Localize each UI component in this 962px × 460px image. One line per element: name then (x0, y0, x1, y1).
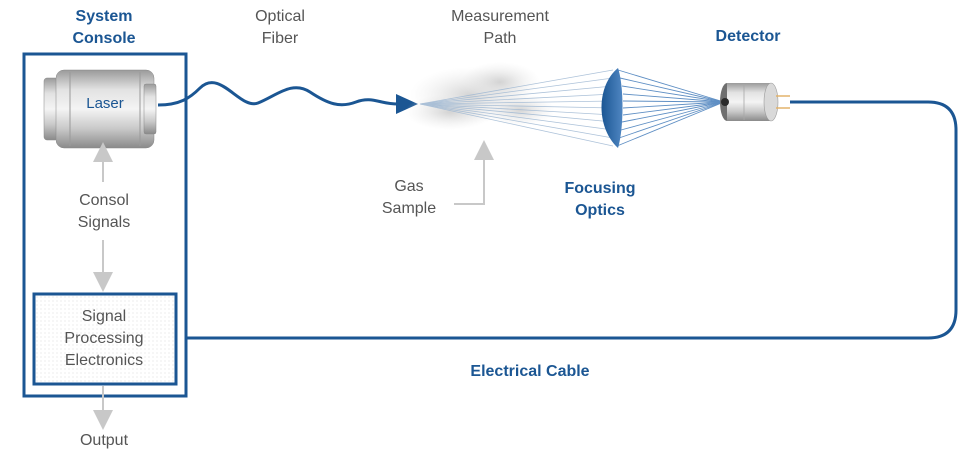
gas-sample-pointer (454, 140, 494, 205)
gas-sample-line2: Sample (381, 200, 437, 217)
fiber-arrowhead (396, 94, 418, 114)
photodetector-icon (720, 82, 790, 122)
signal-processing-line2: Processing (64, 330, 144, 347)
optical-fiber-line1: Optical (255, 8, 305, 25)
output-label: Output (79, 432, 129, 449)
beam-converging (616, 69, 725, 147)
optical-fiber-label: Optical Fiber (230, 6, 330, 50)
optical-fiber-line2: Fiber (261, 30, 299, 47)
measurement-path-line2: Path (483, 30, 517, 47)
console-signals-line1: Consol (79, 192, 129, 209)
signal-processing-line1: Signal (81, 308, 127, 325)
focusing-optics-line1: Focusing (564, 180, 636, 197)
measurement-path-line1: Measurement (451, 8, 549, 25)
focusing-optics-line2: Optics (575, 202, 625, 219)
optical-fiber-line (157, 81, 399, 107)
system-console-box (22, 52, 188, 398)
system-console-label: System Console (54, 6, 154, 50)
electrical-cable-label: Electrical Cable (470, 363, 590, 380)
laser-module-icon (43, 69, 157, 149)
laser-label: Laser (86, 95, 124, 112)
electrical-cable-line (186, 100, 958, 340)
gas-sample-line1: Gas (394, 178, 424, 195)
gas-sample-label: Gas Sample (364, 176, 454, 220)
system-console-line1: System (75, 8, 133, 25)
focusing-lens-icon (601, 68, 623, 148)
signal-processing-line3: Electronics (64, 352, 144, 369)
signal-processing-label: Signal Processing Electronics (44, 306, 164, 372)
signal-processing-box (32, 292, 178, 386)
console-signals-line2: Signals (77, 214, 131, 231)
detector-label: Detector (715, 28, 781, 45)
console-signals-label: Consol Signals (54, 190, 154, 234)
beam-diverging (419, 69, 614, 147)
system-console-line2: Console (72, 30, 136, 47)
focusing-optics-label: Focusing Optics (550, 178, 650, 222)
measurement-path-label: Measurement Path (430, 6, 570, 50)
